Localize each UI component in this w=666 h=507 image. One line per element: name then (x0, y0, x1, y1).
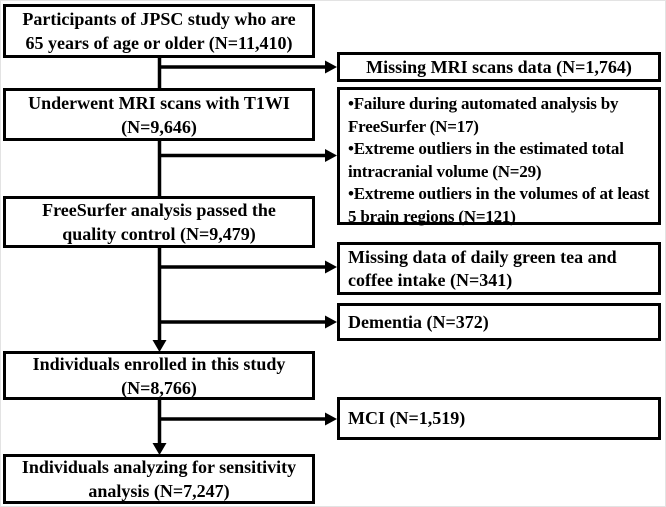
exclusion-box-qc-failures: •Failure during automated analysis by Fr… (337, 87, 661, 226)
exclusion-box-mci: MCI (N=1,519) (337, 397, 661, 440)
arrow-down-icon (152, 340, 167, 352)
arrow-right-icon (325, 149, 337, 162)
flow-box-freesurfer-qc: FreeSurfer analysis passed the quality c… (3, 196, 315, 248)
qc-failure-item: •Extreme outliers in the estimated total… (348, 139, 624, 181)
flow-box-participants: Participants of JPSC study who are 65 ye… (3, 4, 315, 58)
flow-box-mri-scans: Underwent MRI scans with T1WI (N=9,646) (3, 88, 315, 141)
flow-box-enrolled: Individuals enrolled in this study (N=8,… (3, 351, 315, 400)
arrow-right-icon (325, 315, 337, 329)
flow-box-sensitivity-analysis: Individuals analyzing for sensitivity an… (3, 454, 315, 504)
arrowheads (152, 60, 337, 455)
exclusion-box-missing-mri: Missing MRI scans data (N=1,764) (337, 52, 661, 82)
exclusion-box-dementia: Dementia (N=372) (337, 303, 661, 341)
qc-failure-item: •Extreme outliers in the volumes of at l… (348, 184, 650, 226)
trunk-lines (157, 56, 326, 445)
arrow-right-icon (325, 60, 337, 74)
qc-failure-item: •Failure during automated analysis by Fr… (348, 94, 619, 136)
arrow-right-icon (325, 412, 337, 426)
exclusion-box-missing-intake: Missing data of daily green tea and coff… (337, 242, 661, 295)
arrow-down-icon (152, 443, 167, 455)
arrow-right-icon (325, 260, 337, 274)
